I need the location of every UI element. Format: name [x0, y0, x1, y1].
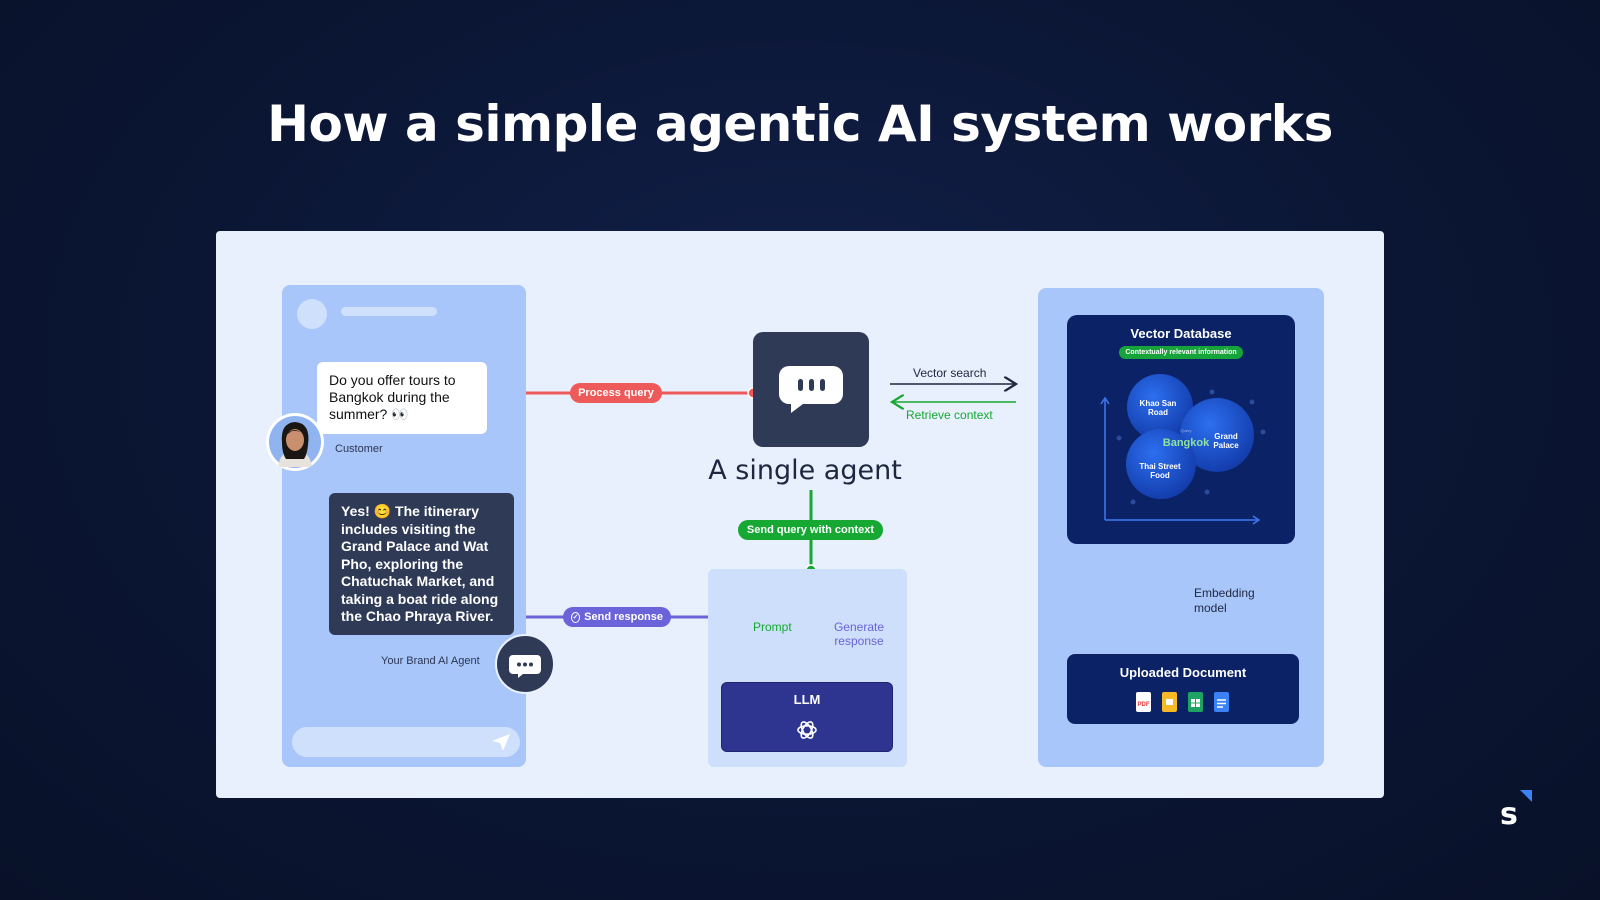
vector-search-label: Vector search [913, 366, 987, 380]
pdf-file-icon: PDF [1136, 692, 1151, 712]
openai-logo-icon [797, 721, 817, 739]
agent-message: Yes! 😊 The itinerary includes visiting t… [329, 493, 514, 635]
khao-san-line-1: Khao San [1139, 399, 1177, 408]
chat-dots-icon [509, 655, 541, 678]
thai-street-line-1: Thai Street [1139, 462, 1181, 471]
svg-text:PDF: PDF [1138, 702, 1150, 708]
customer-avatar-image [269, 416, 321, 468]
customer-message: Do you offer tours to Bangkok during the… [317, 362, 487, 434]
send-icon[interactable] [490, 732, 512, 752]
generate-response-line-1: Generate [833, 620, 885, 634]
agent-avatar [495, 634, 555, 694]
thai-street-food-label: Thai Street Food [1127, 462, 1193, 480]
send-response-pill: ✓ Send response [563, 607, 671, 627]
bubble-thai-street-food [1126, 429, 1196, 499]
file-type-icons: PDF [1136, 692, 1229, 712]
agent-title: A single agent [708, 455, 902, 486]
grand-palace-line-2: Palace [1213, 441, 1239, 450]
vector-database-badge: Contextually relevant information [1119, 346, 1243, 359]
prompt-label: Prompt [753, 620, 792, 634]
llm-label: LLM [793, 692, 821, 707]
khao-san-road-label: Khao San Road [1126, 399, 1190, 417]
embedding-line-2: model [1194, 601, 1227, 615]
embedding-line-1: Embedding [1194, 586, 1255, 600]
generate-response-line-2: response [834, 634, 884, 648]
sheets-file-icon [1188, 692, 1203, 712]
chat-header-name-placeholder [341, 307, 437, 316]
check-circle-icon: ✓ [571, 611, 581, 623]
brand-s-logo-icon: s [1500, 790, 1532, 828]
doc-file-icon [1214, 692, 1229, 712]
chat-dots-icon [779, 366, 843, 413]
page-title: How a simple agentic AI system works [267, 95, 1333, 153]
chat-input[interactable] [292, 727, 520, 757]
chat-header-avatar-placeholder [297, 299, 327, 329]
vector-database-title: Vector Database [1130, 326, 1232, 341]
grand-palace-line-1: Grand [1214, 432, 1238, 441]
vector-space-plot [1100, 374, 1266, 525]
customer-label: Customer [335, 443, 383, 455]
generate-response-label: Generate response [831, 620, 887, 648]
llm-box [721, 682, 893, 752]
agent-label: Your Brand AI Agent [381, 655, 480, 667]
customer-avatar [266, 413, 324, 471]
send-query-context-pill: Send query with context [738, 520, 883, 540]
grand-palace-label: Grand Palace [1208, 432, 1244, 450]
uploaded-document-title: Uploaded Document [1119, 665, 1247, 680]
query-label: Query [1180, 428, 1192, 433]
slides-file-icon [1162, 692, 1177, 712]
bangkok-label: Bangkok [1162, 437, 1210, 449]
bubble-grand-palace [1180, 398, 1254, 472]
khao-san-line-2: Road [1148, 408, 1168, 417]
retrieve-context-label: Retrieve context [906, 408, 993, 422]
thai-street-line-2: Food [1150, 471, 1170, 480]
agent-box [753, 332, 869, 447]
uploaded-document-box [1067, 654, 1299, 724]
embedding-model-label: Embedding model [1194, 586, 1255, 616]
bubble-khao-san-road [1127, 374, 1193, 440]
svg-text:s: s [1500, 797, 1518, 828]
process-query-pill: Process query [570, 383, 662, 403]
send-response-label: Send response [584, 611, 663, 623]
